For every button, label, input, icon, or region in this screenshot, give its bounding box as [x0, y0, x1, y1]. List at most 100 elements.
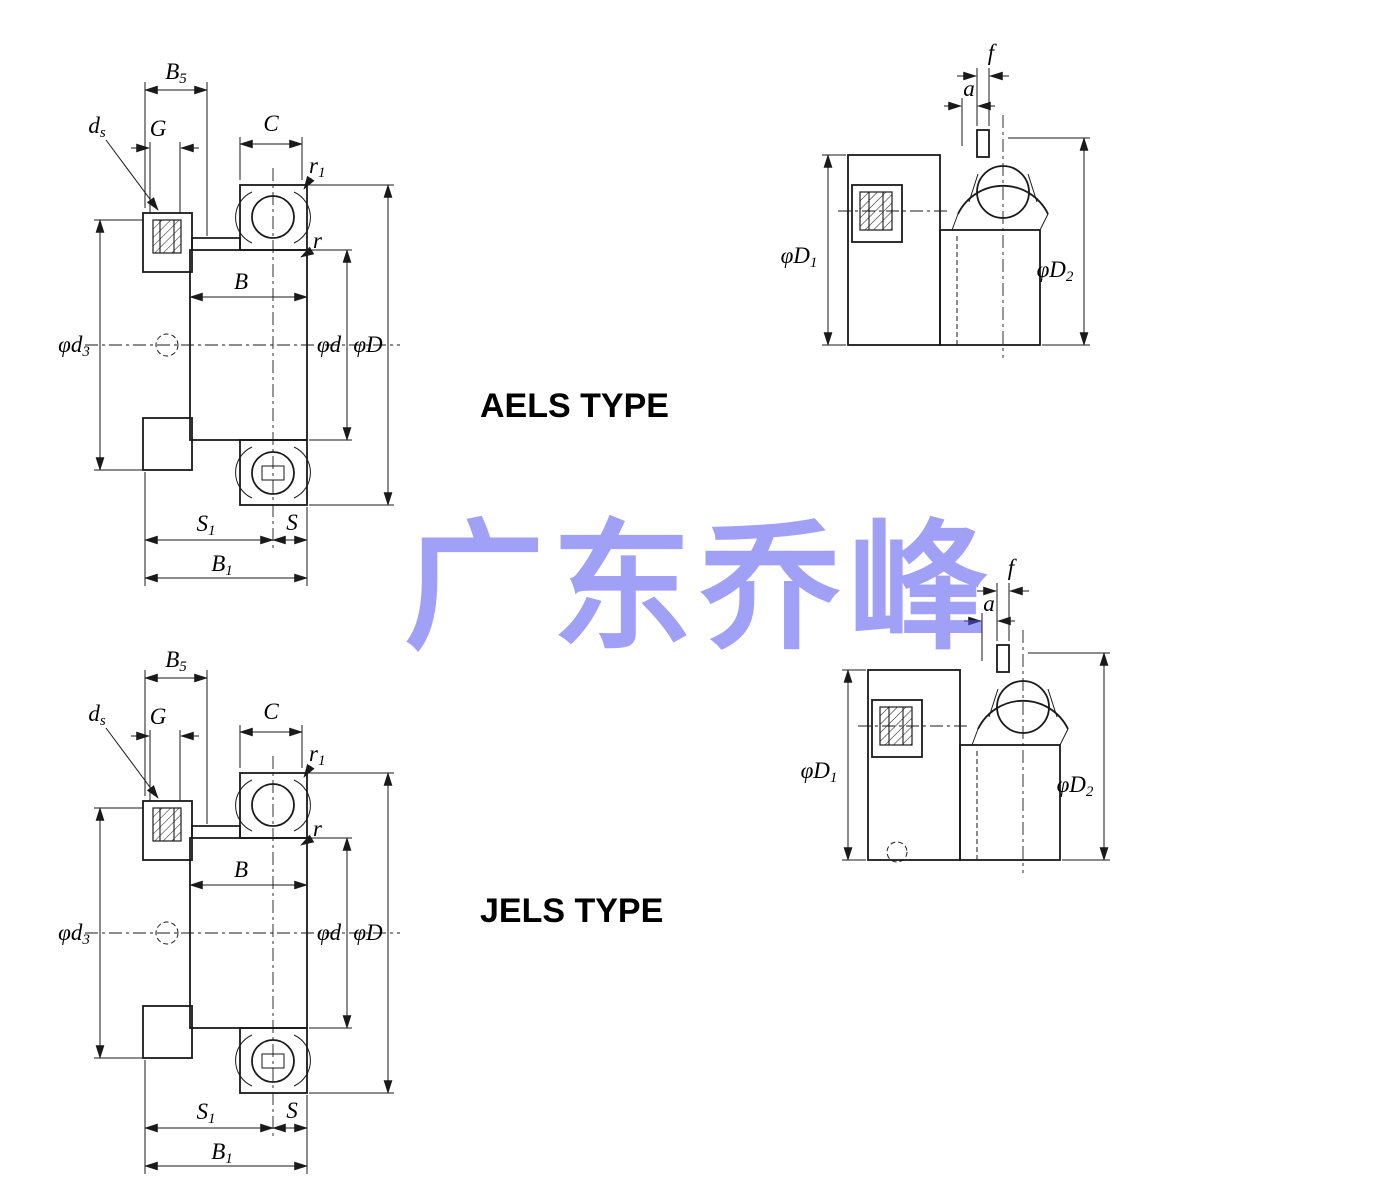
label-S: S [286, 1098, 298, 1123]
jels-right-view: f a φD1 φD2 [801, 555, 1110, 873]
label-G: G [150, 704, 167, 729]
label-B1: B1 [211, 1139, 233, 1167]
dim-d: φd [309, 837, 352, 1029]
inner-ring [189, 237, 308, 441]
dim-D1: φD1 [781, 154, 846, 346]
set-screw [152, 219, 182, 254]
label-B5: B5 [165, 647, 187, 675]
label-B5: B5 [165, 59, 187, 87]
ds-leader [105, 139, 159, 211]
dim-d3: φd3 [58, 219, 143, 471]
dim-D2: φD2 [1028, 652, 1110, 861]
aels-left-view: B5 G ds C [58, 59, 400, 586]
dim-a: a [944, 76, 995, 146]
inner-ring [189, 825, 308, 1029]
dim-r1: r1 [303, 741, 325, 778]
jels-type-label: JELS TYPE [480, 892, 663, 930]
locating-pin [996, 644, 1010, 673]
label-D1: φD1 [781, 243, 818, 271]
diagrams-layer: B5 G ds C [58, 40, 1110, 1174]
locating-pin [976, 129, 990, 158]
label-a: a [963, 76, 975, 101]
dim-B1: B1 [144, 1139, 308, 1171]
screw-boss [871, 699, 923, 758]
label-f: f [988, 40, 998, 65]
label-G: G [150, 116, 167, 141]
dim-B: B [189, 269, 308, 302]
housing-body [867, 644, 1069, 861]
aels-right-view: f a φD1 φD2 [781, 40, 1090, 358]
label-D1: φD1 [801, 758, 838, 786]
label-C: C [263, 699, 279, 724]
dim-B1: B1 [144, 551, 308, 583]
dim-d: φd [309, 249, 352, 441]
centerlines [85, 756, 400, 1140]
dim-r1: r1 [303, 153, 325, 190]
outer-sphere-arc [977, 699, 1069, 730]
dim-r: r [300, 228, 323, 258]
dim-D1: φD1 [801, 669, 866, 861]
label-S1: S1 [197, 1099, 216, 1127]
label-r1: r1 [309, 741, 325, 769]
label-B: B [234, 269, 248, 294]
label-ds: ds [88, 701, 106, 729]
dim-D: φD [309, 772, 394, 1094]
dim-G: G [131, 704, 199, 801]
dim-ds: ds [88, 701, 159, 799]
label-S1: S1 [197, 511, 216, 539]
label-d3: φd3 [58, 920, 90, 948]
watermark: 广东乔峰 [404, 507, 996, 670]
hidden-hole [155, 921, 179, 945]
outer-sphere-arc [957, 184, 1049, 215]
locking-collar [142, 212, 193, 273]
centerlines [838, 115, 1004, 358]
centerlines [858, 630, 1024, 873]
label-r: r [313, 816, 323, 841]
screw-boss [851, 184, 903, 243]
ds-leader [105, 727, 159, 799]
label-d3: φd3 [58, 332, 90, 360]
label-C: C [263, 111, 279, 136]
dim-G: G [131, 116, 199, 213]
label-B: B [234, 857, 248, 882]
label-D2: φD2 [1037, 257, 1074, 285]
aels-type-label: AELS TYPE [480, 387, 669, 425]
dim-S1-S: S1 S [144, 472, 308, 586]
dim-S1-S: S1 S [144, 1060, 308, 1174]
dim-a: a [964, 591, 1015, 661]
label-a: a [983, 591, 995, 616]
set-screw [152, 807, 182, 842]
overlay-layer: AELS TYPE JELS TYPE 广东乔峰 [404, 387, 996, 930]
outer-ring-bottom [235, 1027, 311, 1094]
label-d: φd [317, 332, 342, 357]
housing-body [847, 129, 1049, 346]
label-B1: B1 [211, 551, 233, 579]
label-S: S [286, 510, 298, 535]
label-r1: r1 [309, 153, 325, 181]
label-r: r [313, 228, 323, 253]
jels-left-view: B5 G ds C [58, 647, 400, 1174]
centerlines [85, 168, 400, 552]
dim-B5: B5 [144, 647, 208, 824]
label-D: φD [353, 920, 383, 945]
collar-bottom [142, 1005, 193, 1059]
dim-C: C [239, 111, 303, 180]
label-d: φd [317, 920, 342, 945]
hidden-hole [155, 333, 179, 357]
dim-D2: φD2 [1008, 137, 1090, 346]
label-D2: φD2 [1057, 772, 1094, 800]
dim-f: f [977, 555, 1029, 641]
dim-D: φD [309, 184, 394, 506]
dim-C: C [239, 699, 303, 768]
dim-d3: φd3 [58, 807, 143, 1059]
dim-f: f [957, 40, 1009, 126]
jels-hidden-hole [886, 841, 908, 863]
dim-r: r [300, 816, 323, 846]
label-ds: ds [88, 113, 106, 141]
label-D: φD [353, 332, 383, 357]
dim-B: B [189, 857, 308, 890]
collar-bottom [142, 417, 193, 471]
label-f: f [1008, 555, 1018, 580]
dim-ds: ds [88, 113, 159, 211]
